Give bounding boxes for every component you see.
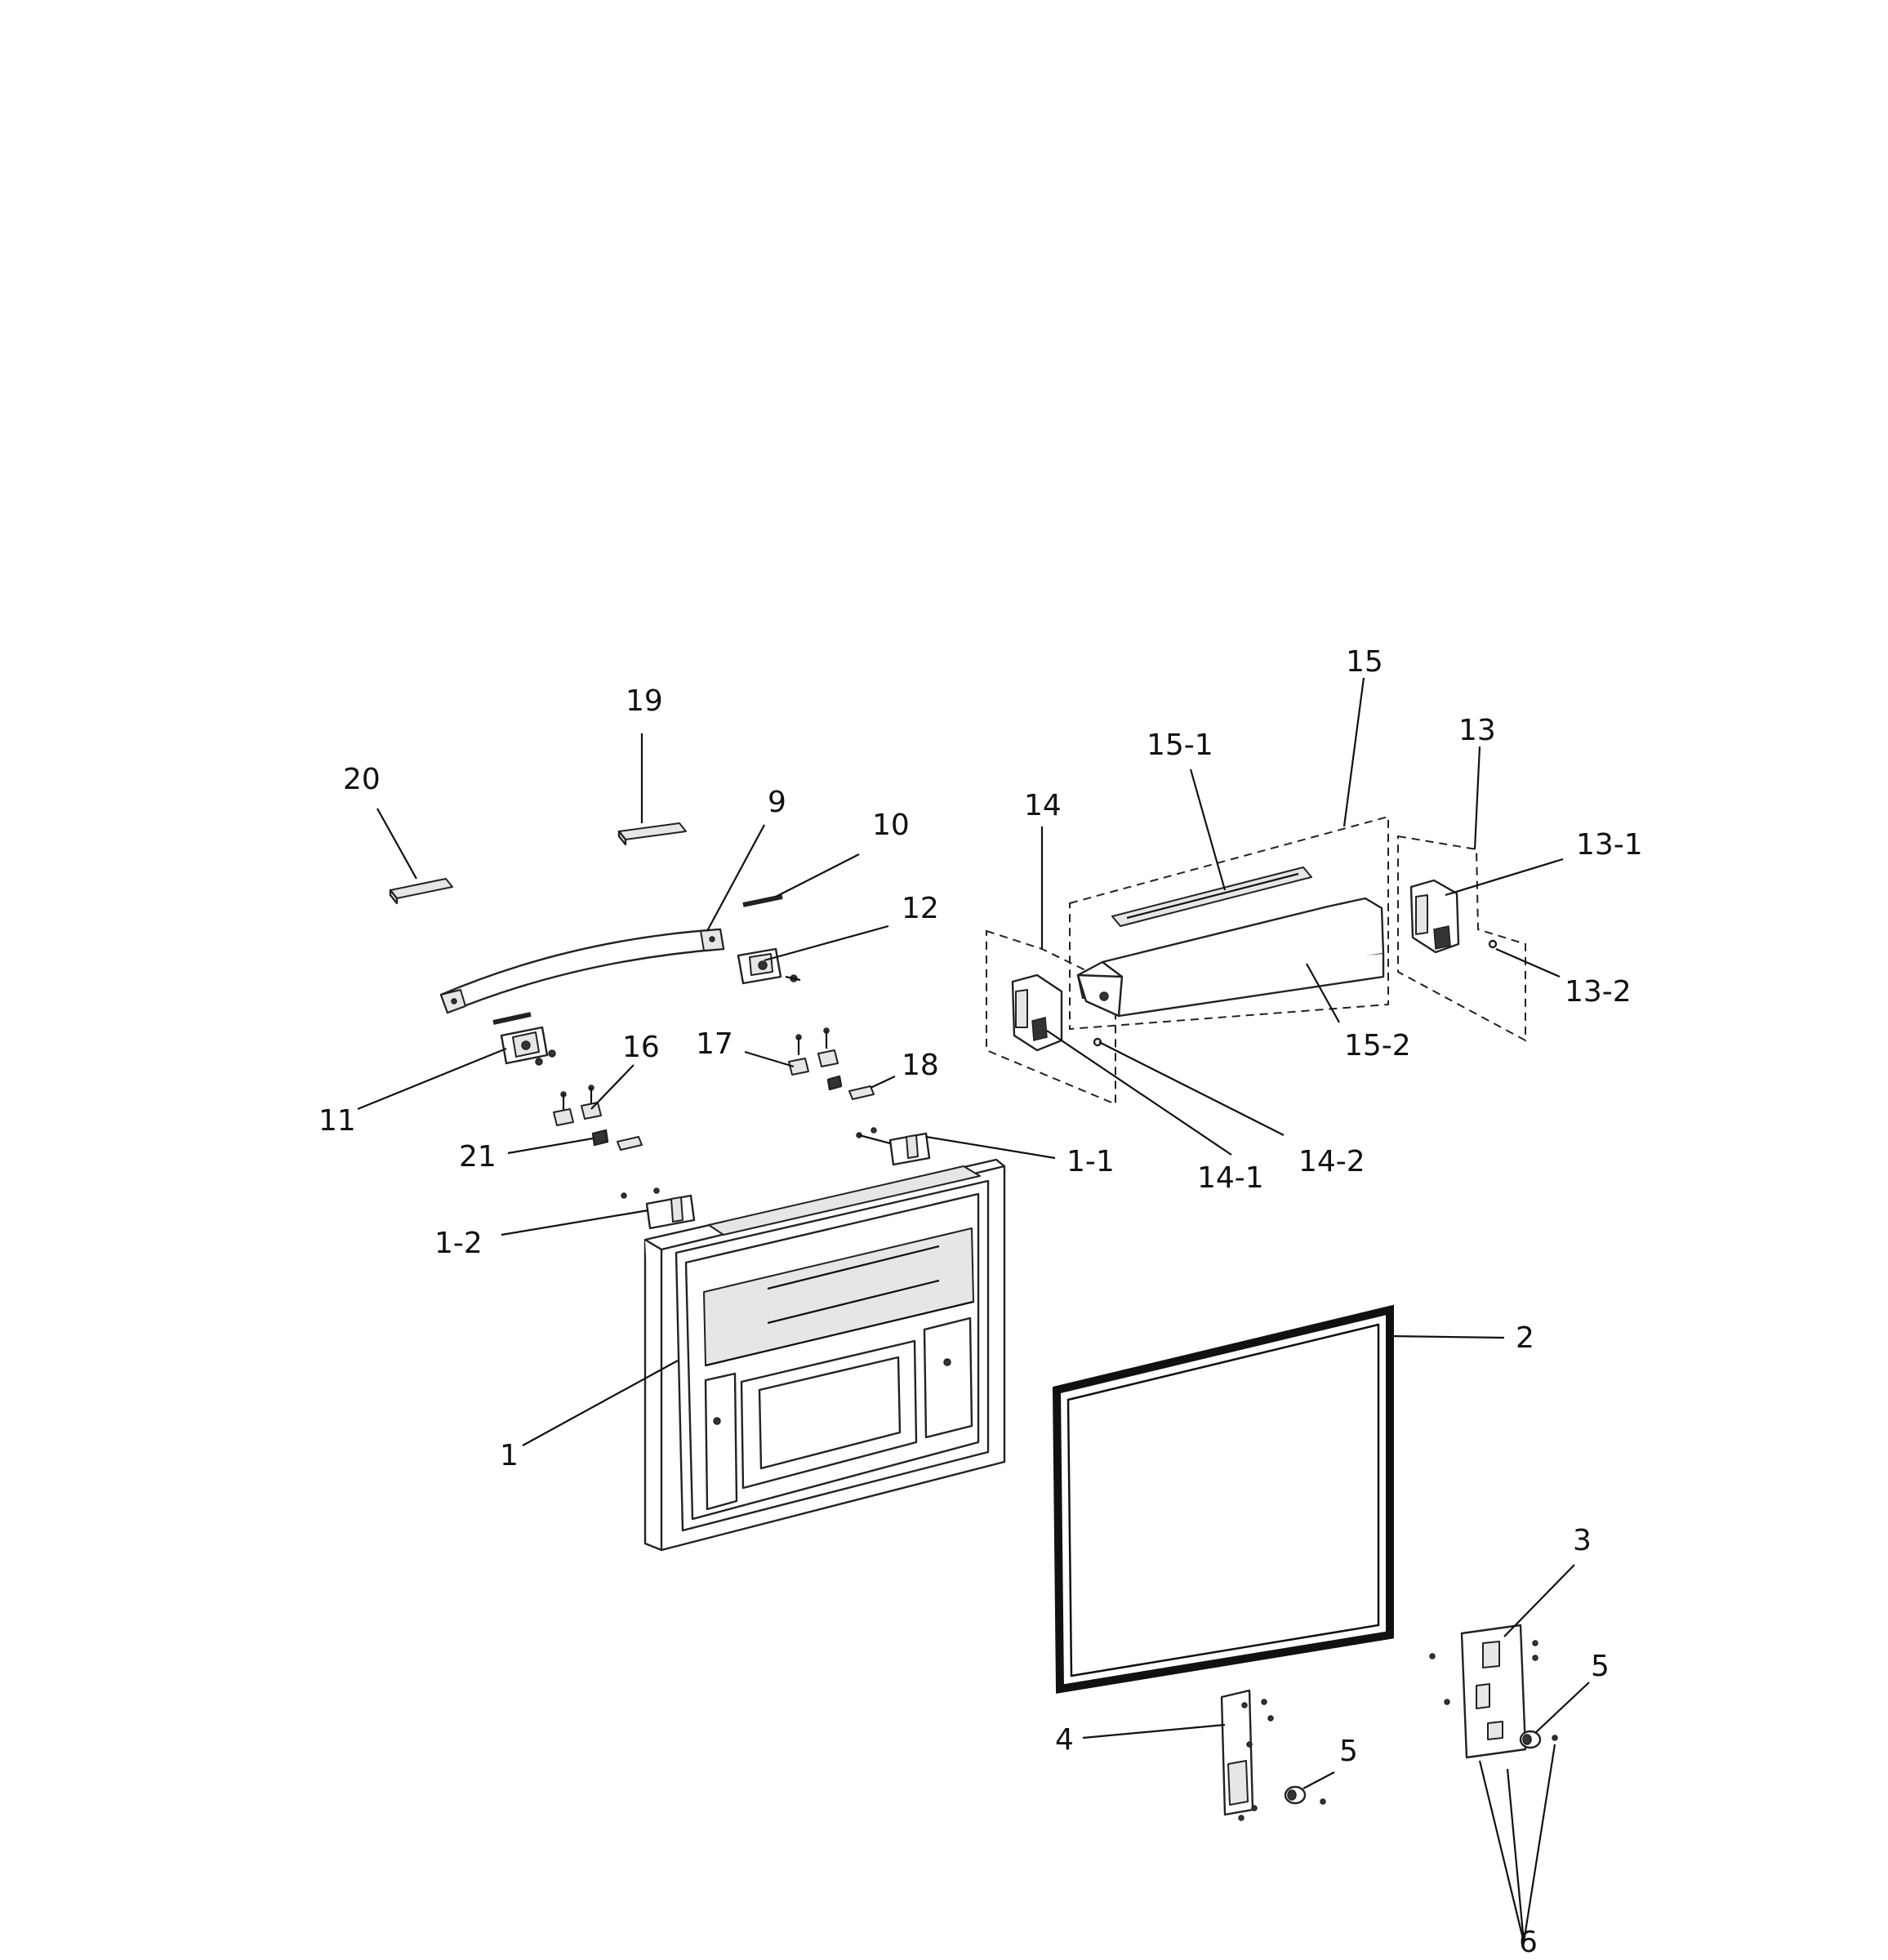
label-1: 1: [500, 1439, 519, 1472]
part-21-spring: [591, 1129, 643, 1151]
label-1-1: 1-1: [1066, 1145, 1115, 1178]
leader-1: [522, 1360, 679, 1446]
part-20-cap: [389, 878, 453, 905]
label-9: 9: [768, 786, 786, 819]
label-16: 16: [622, 1031, 660, 1064]
leader-6-c: [1522, 1744, 1556, 1943]
part-5-cap-left: [1284, 1785, 1326, 1805]
part-13-1-bin-side: [1409, 879, 1460, 954]
part-17-stopper: [788, 1027, 839, 1076]
label-21: 21: [459, 1140, 496, 1174]
leader-15-2: [1306, 963, 1340, 1023]
leader-6-b: [1506, 1768, 1525, 1943]
leader-1-2: [501, 1209, 649, 1236]
label-5-right: 5: [1591, 1650, 1610, 1683]
part-13-dashed-box: [1397, 835, 1526, 1042]
leader-5-right: [1534, 1682, 1590, 1734]
leader-12: [764, 924, 889, 962]
part-1-2-hinge: [621, 1187, 696, 1230]
part-4-bracket: [1220, 1689, 1274, 1821]
label-6: 6: [1519, 1926, 1538, 1959]
leader-14-2: [1098, 1041, 1285, 1136]
label-15-1: 15-1: [1147, 728, 1213, 762]
part-1-door: [643, 1158, 1006, 1552]
part-1-1-hinge: [856, 1127, 931, 1166]
leader-9: [706, 824, 765, 932]
leader-17: [744, 1050, 795, 1068]
part-15-2-bin: [1076, 897, 1385, 1018]
label-17: 17: [696, 1027, 733, 1061]
part-3-bracket: [1429, 1624, 1538, 1759]
label-15-2: 15-2: [1344, 1029, 1411, 1062]
part-15-dashed-box: [1069, 815, 1389, 1031]
part-11-hinge-bracket: [500, 1026, 556, 1066]
leader-21: [507, 1137, 594, 1155]
label-11: 11: [318, 1104, 356, 1138]
part-12-hinge-bracket: [737, 947, 801, 985]
label-13-1: 13-1: [1576, 828, 1643, 862]
leader-5-left: [1302, 1771, 1335, 1789]
label-20: 20: [343, 763, 381, 796]
leader-13-2: [1495, 947, 1561, 978]
part-18-spring: [826, 1075, 875, 1100]
label-18: 18: [902, 1049, 939, 1082]
leader-11: [357, 1047, 507, 1111]
label-10: 10: [872, 808, 910, 842]
label-5-left: 5: [1339, 1735, 1358, 1768]
part-13-2-screw: [1488, 939, 1498, 949]
label-1-2: 1-2: [434, 1227, 483, 1260]
label-19: 19: [626, 684, 663, 718]
leader-3: [1503, 1564, 1575, 1637]
part-9-handle-bar: [439, 928, 725, 1014]
label-13: 13: [1458, 714, 1496, 747]
part-5-cap-right: [1519, 1730, 1558, 1749]
part-10-pin: [742, 894, 783, 907]
label-3: 3: [1573, 1524, 1592, 1557]
part-15-1-bin-rail: [1111, 866, 1312, 927]
part-pin-left: [492, 1012, 532, 1025]
leader-2: [1387, 1334, 1505, 1339]
leader-18: [870, 1076, 896, 1089]
part-16-stopper: [553, 1085, 602, 1126]
part-2-gasket: [1052, 1304, 1394, 1694]
leader-16: [590, 1064, 635, 1110]
leader-15: [1343, 677, 1365, 827]
leader-13-1: [1445, 858, 1564, 897]
leader-6-a: [1478, 1760, 1525, 1943]
part-14-1-bin-side: [1011, 973, 1063, 1052]
part-19-cap: [617, 822, 687, 846]
leader-1-1: [925, 1135, 1056, 1160]
leader-10: [775, 853, 860, 898]
label-14-1: 14-1: [1197, 1161, 1264, 1195]
label-14-2: 14-2: [1298, 1145, 1365, 1178]
label-14: 14: [1024, 789, 1062, 822]
label-12: 12: [902, 892, 939, 925]
label-4: 4: [1055, 1723, 1074, 1757]
leader-14-1: [1046, 1030, 1232, 1156]
leader-15-1: [1189, 768, 1227, 891]
leader-13: [1473, 746, 1481, 850]
label-13-2: 13-2: [1565, 975, 1632, 1009]
part-14-dashed-box: [986, 929, 1116, 1106]
label-2: 2: [1516, 1321, 1534, 1355]
label-15: 15: [1346, 645, 1383, 679]
leader-4: [1082, 1723, 1226, 1740]
leader-20: [376, 808, 417, 880]
